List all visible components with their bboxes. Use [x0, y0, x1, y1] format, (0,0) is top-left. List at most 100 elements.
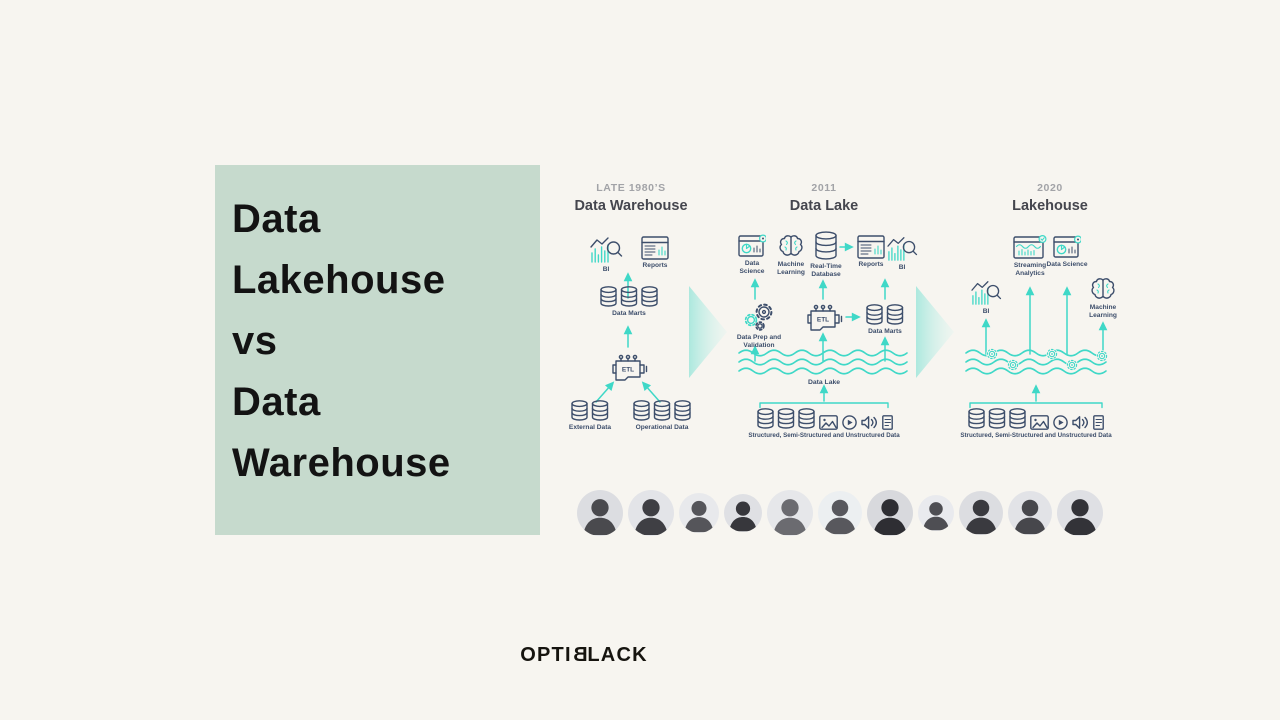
- play-icon: [1053, 415, 1068, 430]
- file-icon: [882, 415, 893, 430]
- audio-icon: [861, 416, 877, 429]
- era-period: LATE 1980’S: [596, 182, 666, 194]
- era-title: Data Lake: [789, 198, 859, 214]
- avatar: [628, 490, 674, 536]
- sources-label: Structured, Semi-Structured and Unstruct…: [748, 432, 900, 439]
- era-data-lake: 2011 Data Lake Data Science: [733, 182, 918, 452]
- person-silhouette-icon: [773, 499, 807, 536]
- lake-waves: [738, 349, 908, 375]
- logo-text-pre: OPTI: [520, 644, 572, 666]
- era-lakehouse: 2020 Lakehouse Streaming Analytics: [960, 182, 1138, 452]
- bi-node: BI: [966, 278, 1006, 316]
- data-science-label: Data Science: [739, 260, 765, 275]
- person-silhouette-icon: [1063, 499, 1097, 536]
- data-science-icon: [738, 234, 766, 257]
- era-period: 2011: [811, 182, 837, 194]
- etl-engine-icon: ETL: [807, 304, 843, 331]
- database-cylinders-icon: [633, 400, 691, 421]
- reports-icon: [857, 235, 885, 259]
- bi-node: BI: [587, 234, 625, 274]
- chevron-right-icon: [689, 286, 727, 378]
- title-line: Data: [232, 197, 321, 241]
- machine-learning-node: Machine Learning: [772, 233, 810, 276]
- gear-icon: [986, 348, 998, 360]
- external-data-node: External Data: [566, 400, 614, 432]
- reports-node: Reports: [635, 236, 675, 270]
- operational-data-node: Operational Data: [627, 400, 697, 432]
- lake-waves-with-gears: [965, 348, 1108, 375]
- person-silhouette-icon: [922, 502, 950, 531]
- realtime-database-icon: [815, 231, 837, 260]
- streaming-analytics-label: Streaming Analytics: [1013, 262, 1047, 277]
- data-science-node: Data Science: [733, 234, 771, 275]
- etl-label: ETL: [817, 317, 829, 324]
- bi-label: BI: [982, 308, 990, 315]
- title-line: Lakehouse: [232, 258, 446, 302]
- avatar: [818, 491, 862, 535]
- avatar: [918, 495, 954, 531]
- person-silhouette-icon: [634, 499, 668, 536]
- reports-label: Reports: [858, 261, 884, 268]
- avatar: [577, 490, 623, 536]
- reports-label: Reports: [642, 262, 668, 269]
- brain-icon: [779, 235, 803, 256]
- etl-node: ETL: [802, 302, 844, 332]
- reports-icon: [641, 236, 669, 260]
- audio-icon: [1072, 416, 1088, 429]
- data-prep-node: Data Prep and Validation: [733, 302, 785, 349]
- data-marts-label: Data Marts: [868, 328, 902, 335]
- realtime-database-label: Real-Time Database: [810, 263, 842, 278]
- avatar: [1008, 491, 1052, 535]
- bi-node: BI: [885, 234, 919, 272]
- etl-node: ETL: [607, 352, 649, 382]
- reports-node: Reports: [851, 235, 891, 269]
- avatar: [1057, 490, 1103, 536]
- data-marts-label: Data Marts: [612, 310, 646, 317]
- data-lake-label: Data Lake: [807, 379, 841, 386]
- data-marts-node: Data Marts: [598, 286, 660, 318]
- title-panel: Data Lakehouse vs Data Warehouse: [215, 165, 540, 535]
- machine-learning-label: Machine Learning: [1089, 304, 1117, 319]
- era-data-warehouse: LATE 1980’S Data Warehouse BI Reports: [563, 182, 699, 452]
- image-icon: [1030, 415, 1049, 430]
- data-prep-label: Data Prep and Validation: [736, 334, 782, 349]
- person-silhouette-icon: [684, 500, 714, 533]
- gear-icon: [1007, 359, 1019, 371]
- data-science-node: Data Science: [1046, 235, 1088, 269]
- gear-icon: [1096, 350, 1108, 362]
- brand-logo: OPTIBLACK: [484, 644, 684, 667]
- machine-learning-node: Machine Learning: [1082, 276, 1124, 319]
- database-cylinders-icon: [866, 304, 904, 325]
- data-marts-node: Data Marts: [859, 304, 911, 336]
- avatar: [959, 491, 1003, 535]
- chevron-right-icon: [916, 286, 954, 378]
- etl-label: ETL: [622, 367, 634, 374]
- play-icon: [842, 415, 857, 430]
- avatar: [679, 493, 719, 533]
- bi-label: BI: [602, 266, 610, 273]
- bi-icon: [971, 281, 1002, 305]
- avatar: [867, 490, 913, 536]
- person-silhouette-icon: [729, 501, 757, 532]
- avatar: [724, 494, 762, 532]
- streaming-analytics-node: Streaming Analytics: [1006, 234, 1054, 277]
- bi-icon: [887, 237, 918, 261]
- bi-icon: [590, 237, 623, 263]
- person-silhouette-icon: [823, 499, 857, 535]
- title-line: Warehouse: [232, 441, 451, 485]
- database-cylinders-icon: [571, 400, 609, 421]
- operational-data-label: Operational Data: [635, 424, 689, 431]
- data-science-icon: [1053, 235, 1081, 258]
- image-icon: [819, 415, 838, 430]
- bi-label: BI: [898, 264, 906, 271]
- connector-arrows: [969, 286, 1108, 409]
- logo-text-post: LACK: [587, 644, 648, 666]
- person-silhouette-icon: [964, 499, 998, 535]
- brain-icon: [1091, 278, 1115, 299]
- avatar: [767, 490, 813, 536]
- gear-icon: [1066, 359, 1078, 371]
- database-cylinders-icon: [600, 286, 658, 307]
- logo-letter-b: B: [571, 644, 588, 666]
- person-silhouette-icon: [583, 499, 617, 536]
- source-icons-row: [757, 408, 893, 430]
